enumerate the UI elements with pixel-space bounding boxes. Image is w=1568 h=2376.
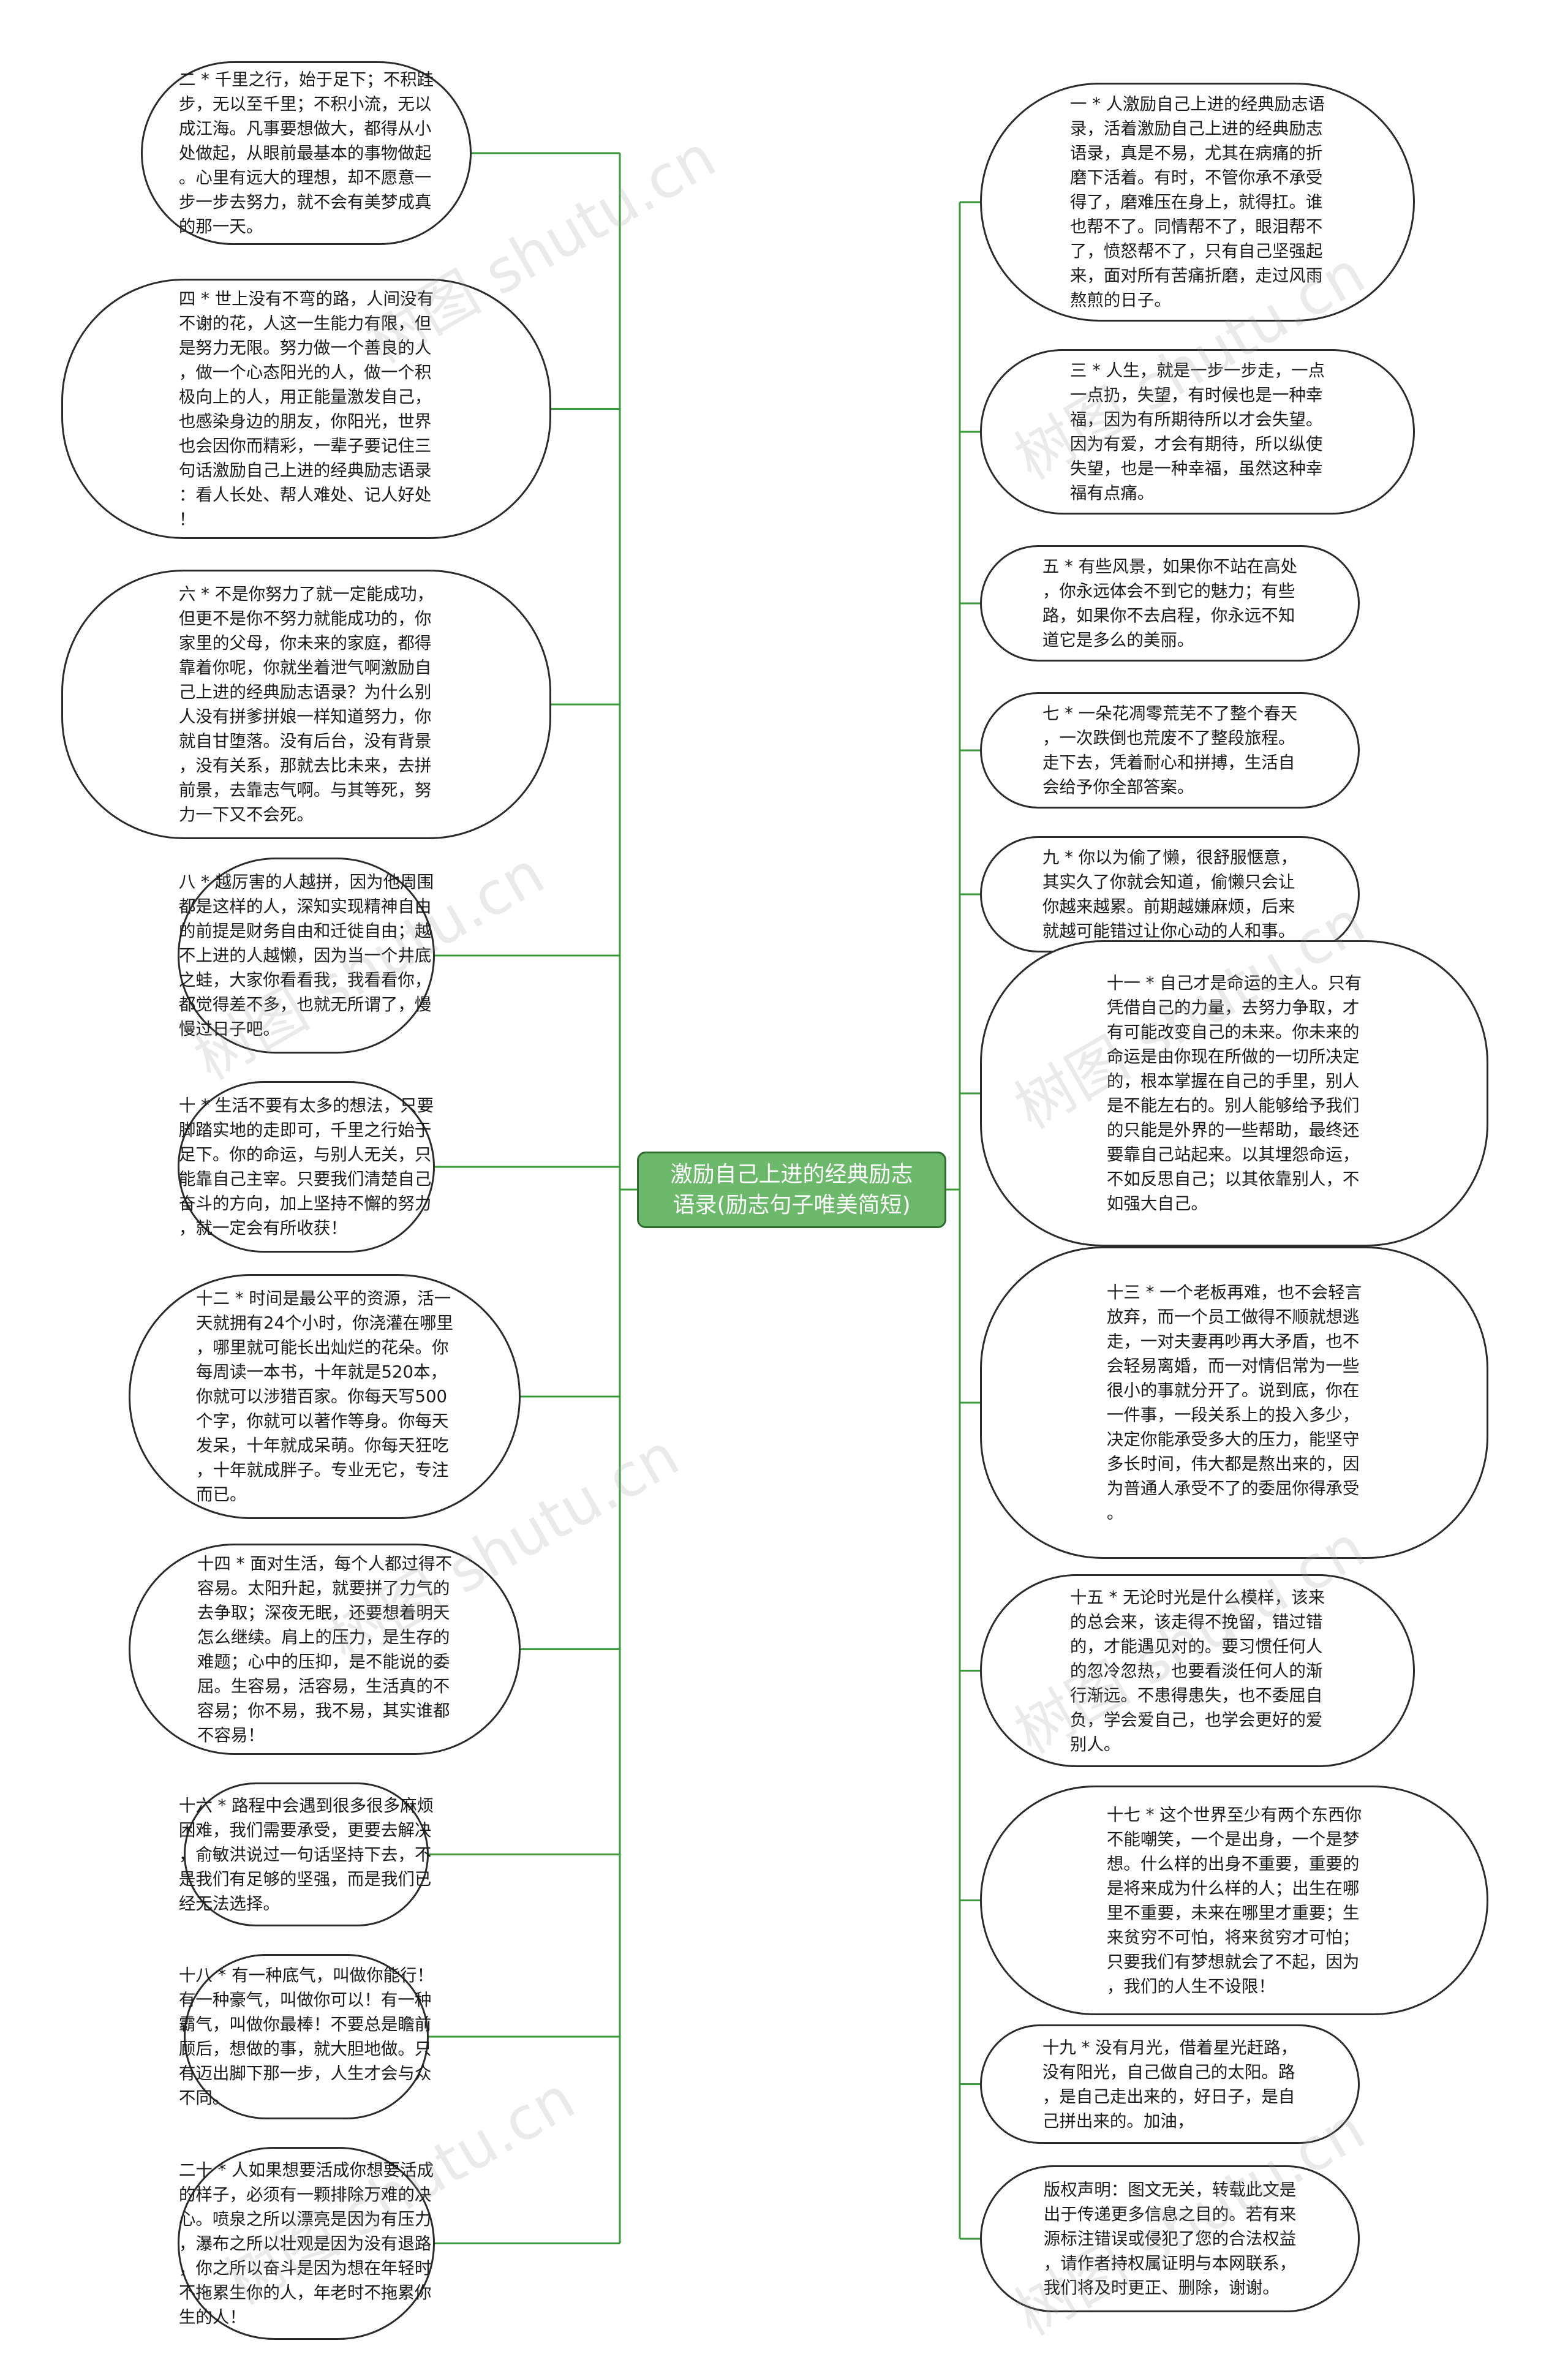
branch-label: 十五 * 无论时光是什么模样，该来 的总会来，该走得不挽留，错过错 的，才能遇见… [1069, 1587, 1325, 1754]
branch-node-n4[interactable]: 四 * 世上没有不弯的路，人间没有 不谢的花，人这一生能力有限，但 是努力无限。… [61, 279, 551, 539]
branch-label: 十六 * 路程中会遇到很多很多麻烦 困难，我们需要承受，更要去解决 ，俞敏洪说过… [178, 1795, 434, 1914]
branch-node-n14[interactable]: 十四 * 面对生活，每个人都过得不 容易。太阳升起，就要拼了力气的 去争取；深夜… [129, 1544, 521, 1755]
branch-label: 八 * 越厉害的人越拼，因为他周围 都是这样的人，深知实现精神自由 的前提是财务… [178, 872, 434, 1039]
branch-label: 版权声明：图文无关，转载此文是 出于传递更多信息之目的。若有来 源标注错误或侵犯… [1043, 2180, 1297, 2298]
branch-label: 十三 * 一个老板再难，也不会轻言 放弃，而一个员工做得不顺就想逃 走，一对夫妻… [1106, 1283, 1362, 1523]
branch-node-n18[interactable]: 十八 * 有一种底气，叫做你能行！ 有一种豪气，叫做你可以！有一种 霸气，叫做你… [179, 1954, 434, 2119]
branch-node-n21[interactable]: 版权声明：图文无关，转载此文是 出于传递更多信息之目的。若有来 源标注错误或侵犯… [980, 2165, 1360, 2312]
branch-label: 十四 * 面对生活，每个人都过得不 容易。太阳升起，就要拼了力气的 去争取；深夜… [197, 1553, 453, 1745]
branch-node-n20[interactable]: 二十 * 人如果想要活成你想要活成 的样子，必须有一颗排除万难的决 心。喷泉之所… [178, 2147, 435, 2340]
branch-label: 五 * 有些风景，如果你不站在高处 ，你永远体会不到它的魅力；有些 路，如果你不… [1042, 557, 1298, 650]
branch-label: 九 * 你以为偷了懒，很舒服惬意， 其实久了你就会知道，偷懒只会让 你越来越累。… [1042, 848, 1298, 941]
branch-node-n2[interactable]: 二 * 千里之行，始于足下；不积跬 步，无以至千里；不积小流，无以 成江海。凡事… [141, 61, 472, 245]
branch-label: 十 * 生活不要有太多的想法，只要 脚踏实地的走即可，千里之行始于 足下。你的命… [178, 1096, 434, 1238]
branch-node-n1[interactable]: 一 * 人激励自己上进的经典励志语 录，活着激励自己上进的经典励志 语录，真是不… [980, 83, 1415, 322]
branch-label: 一 * 人激励自己上进的经典励志语 录，活着激励自己上进的经典励志 语录，真是不… [1069, 94, 1325, 310]
branch-label: 三 * 人生，就是一步一步走，一点 一点扔，失望，有时候也是一种幸 福，因为有所… [1069, 361, 1325, 503]
root-topic-label: 激励自己上进的经典励志 语录(励志句子唯美简短) [670, 1161, 913, 1218]
branch-node-n9[interactable]: 九 * 你以为偷了懒，很舒服惬意， 其实久了你就会知道，偷懒只会让 你越来越累。… [980, 836, 1360, 952]
branch-node-n19[interactable]: 十九 * 没有月光，借着星光赶路， 没有阳光，自己做自己的太阳。路 ，是自己走出… [980, 2024, 1360, 2144]
branch-node-n15[interactable]: 十五 * 无论时光是什么模样，该来 的总会来，该走得不挽留，错过错 的，才能遇见… [980, 1574, 1415, 1767]
branch-node-n12[interactable]: 十二 * 时间是最公平的资源，活一 天就拥有24个小时，你浇灌在哪里 ，哪里就可… [129, 1274, 521, 1519]
branch-label: 十二 * 时间是最公平的资源，活一 天就拥有24个小时，你浇灌在哪里 ，哪里就可… [196, 1289, 453, 1504]
branch-label: 十九 * 没有月光，借着星光赶路， 没有阳光，自己做自己的太阳。路 ，是自己走出… [1042, 2037, 1298, 2131]
branch-label: 十一 * 自己才是命运的主人。只有 凭借自己的力量，去努力争取，才 有可能改变自… [1106, 973, 1362, 1213]
branch-node-n10[interactable]: 十 * 生活不要有太多的想法，只要 脚踏实地的走即可，千里之行始于 足下。你的命… [178, 1081, 435, 1253]
branch-node-n3[interactable]: 三 * 人生，就是一步一步走，一点 一点扔，失望，有时候也是一种幸 福，因为有所… [980, 349, 1415, 515]
branch-node-n17[interactable]: 十七 * 这个世界至少有两个东西你 不能嘲笑，一个是出身，一个是梦 想。什么样的… [980, 1786, 1488, 2015]
branch-label: 十八 * 有一种底气，叫做你能行！ 有一种豪气，叫做你可以！有一种 霸气，叫做你… [178, 1966, 434, 2108]
branch-node-n13[interactable]: 十三 * 一个老板再难，也不会轻言 放弃，而一个员工做得不顺就想逃 走，一对夫妻… [980, 1246, 1488, 1559]
branch-node-n6[interactable]: 六 * 不是你努力了就一定能成功， 但更不是你不努力就能成功的，你 家里的父母，… [61, 570, 551, 839]
branch-node-n11[interactable]: 十一 * 自己才是命运的主人。只有 凭借自己的力量，去努力争取，才 有可能改变自… [980, 940, 1488, 1246]
branch-label: 二 * 千里之行，始于足下；不积跬 步，无以至千里；不积小流，无以 成江海。凡事… [178, 70, 434, 236]
branch-node-n7[interactable]: 七 * 一朵花凋零荒芜不了整个春天 ，一次跌倒也荒废不了整段旅程。 走下去，凭着… [980, 692, 1360, 809]
branch-label: 四 * 世上没有不弯的路，人间没有 不谢的花，人这一生能力有限，但 是努力无限。… [178, 289, 434, 529]
branch-label: 十七 * 这个世界至少有两个东西你 不能嘲笑，一个是出身，一个是梦 想。什么样的… [1106, 1805, 1362, 1996]
branch-node-n16[interactable]: 十六 * 路程中会遇到很多很多麻烦 困难，我们需要承受，更要去解决 ，俞敏洪说过… [179, 1782, 434, 1926]
root-topic[interactable]: 激励自己上进的经典励志 语录(励志句子唯美简短) [637, 1152, 946, 1228]
branch-label: 二十 * 人如果想要活成你想要活成 的样子，必须有一颗排除万难的决 心。喷泉之所… [178, 2160, 434, 2327]
branch-label: 六 * 不是你努力了就一定能成功， 但更不是你不努力就能成功的，你 家里的父母，… [178, 584, 434, 824]
branch-node-n5[interactable]: 五 * 有些风景，如果你不站在高处 ，你永远体会不到它的魅力；有些 路，如果你不… [980, 545, 1360, 662]
branch-node-n8[interactable]: 八 * 越厉害的人越拼，因为他周围 都是这样的人，深知实现精神自由 的前提是财务… [178, 858, 435, 1054]
branch-label: 七 * 一朵花凋零荒芜不了整个春天 ，一次跌倒也荒废不了整段旅程。 走下去，凭着… [1042, 704, 1298, 797]
